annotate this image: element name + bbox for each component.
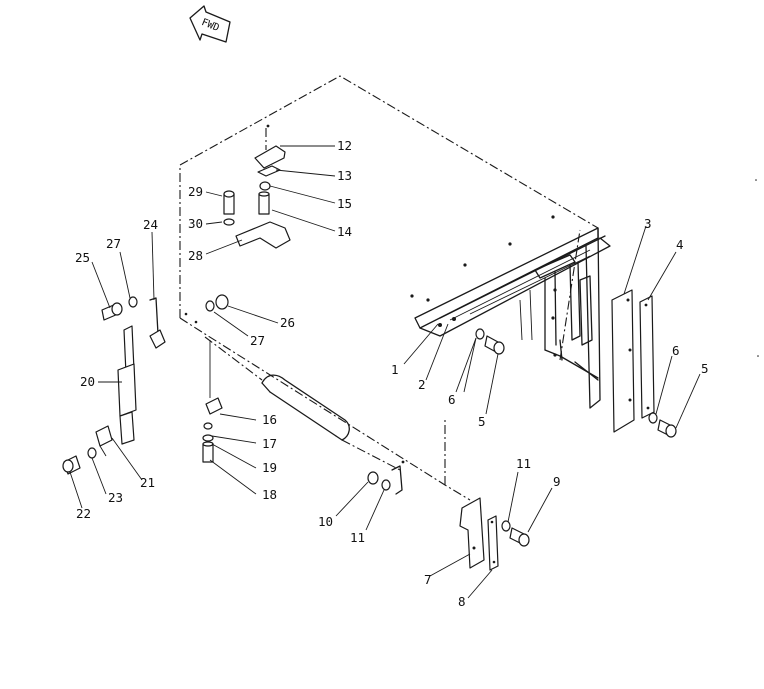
left-clip — [149, 297, 166, 349]
nut-washer-26-27 — [184, 294, 229, 324]
leader-lines — [69, 145, 701, 599]
callout-13: 13 — [337, 168, 352, 183]
callout-27-mid: 27 — [250, 333, 265, 348]
callout-30: 30 — [188, 216, 203, 231]
callout-26: 26 — [280, 315, 295, 330]
callout-17: 17 — [262, 436, 277, 451]
side-strip — [639, 295, 655, 419]
callout-23: 23 — [108, 490, 123, 505]
callout-22: 22 — [76, 506, 91, 521]
callout-28: 28 — [188, 248, 203, 263]
callout-2: 2 — [418, 377, 426, 392]
callout-1: 1 — [391, 362, 399, 377]
upper-bracket-assembly — [223, 124, 291, 249]
strut-bolt-washer — [62, 447, 97, 475]
callout-19: 19 — [262, 460, 277, 475]
side-plate — [611, 289, 635, 433]
callout-5-center: 5 — [478, 414, 486, 429]
callout-6-right: 6 — [672, 343, 680, 358]
callout-10: 10 — [318, 514, 333, 529]
lower-bolt-washer — [501, 520, 530, 547]
callout-11-right: 11 — [516, 456, 531, 471]
callout-29: 29 — [188, 184, 203, 199]
bolt-washer-set-center — [475, 328, 505, 355]
fwd-label: FWD — [200, 17, 221, 34]
callout-4: 4 — [676, 237, 684, 252]
rail-end-fasteners — [367, 460, 405, 495]
bolt-washer-set-right — [648, 412, 677, 438]
callout-3: 3 — [644, 216, 652, 231]
callout-27-top: 27 — [106, 236, 121, 251]
callout-25: 25 — [75, 250, 90, 265]
fwd-arrow-icon: FWD — [189, 5, 231, 43]
handrail — [204, 336, 401, 471]
main-cover — [410, 215, 611, 409]
callout-5-right: 5 — [701, 361, 709, 376]
callout-24: 24 — [143, 217, 158, 232]
damper-strut — [117, 325, 137, 445]
callout-9: 9 — [553, 474, 561, 489]
canopy-frame-outline — [179, 75, 599, 501]
callout-7: 7 — [424, 572, 432, 587]
callout-8: 8 — [458, 594, 466, 609]
callout-6-center: 6 — [448, 392, 456, 407]
callout-21: 21 — [140, 475, 155, 490]
handrail-bracket-stack — [202, 340, 223, 463]
lower-bracket — [459, 497, 485, 569]
callout-20: 20 — [80, 374, 95, 389]
callout-14: 14 — [337, 224, 352, 239]
callout-labels: 12 13 15 14 29 30 28 24 27 25 26 27 20 2… — [75, 138, 709, 609]
callout-15: 15 — [337, 196, 352, 211]
callout-16: 16 — [262, 412, 277, 427]
lower-strip — [487, 515, 499, 571]
callout-12: 12 — [337, 138, 352, 153]
left-bolt-set — [101, 296, 138, 321]
strut-bracket — [95, 425, 113, 457]
callout-11-left: 11 — [350, 530, 365, 545]
callout-18: 18 — [262, 487, 277, 502]
